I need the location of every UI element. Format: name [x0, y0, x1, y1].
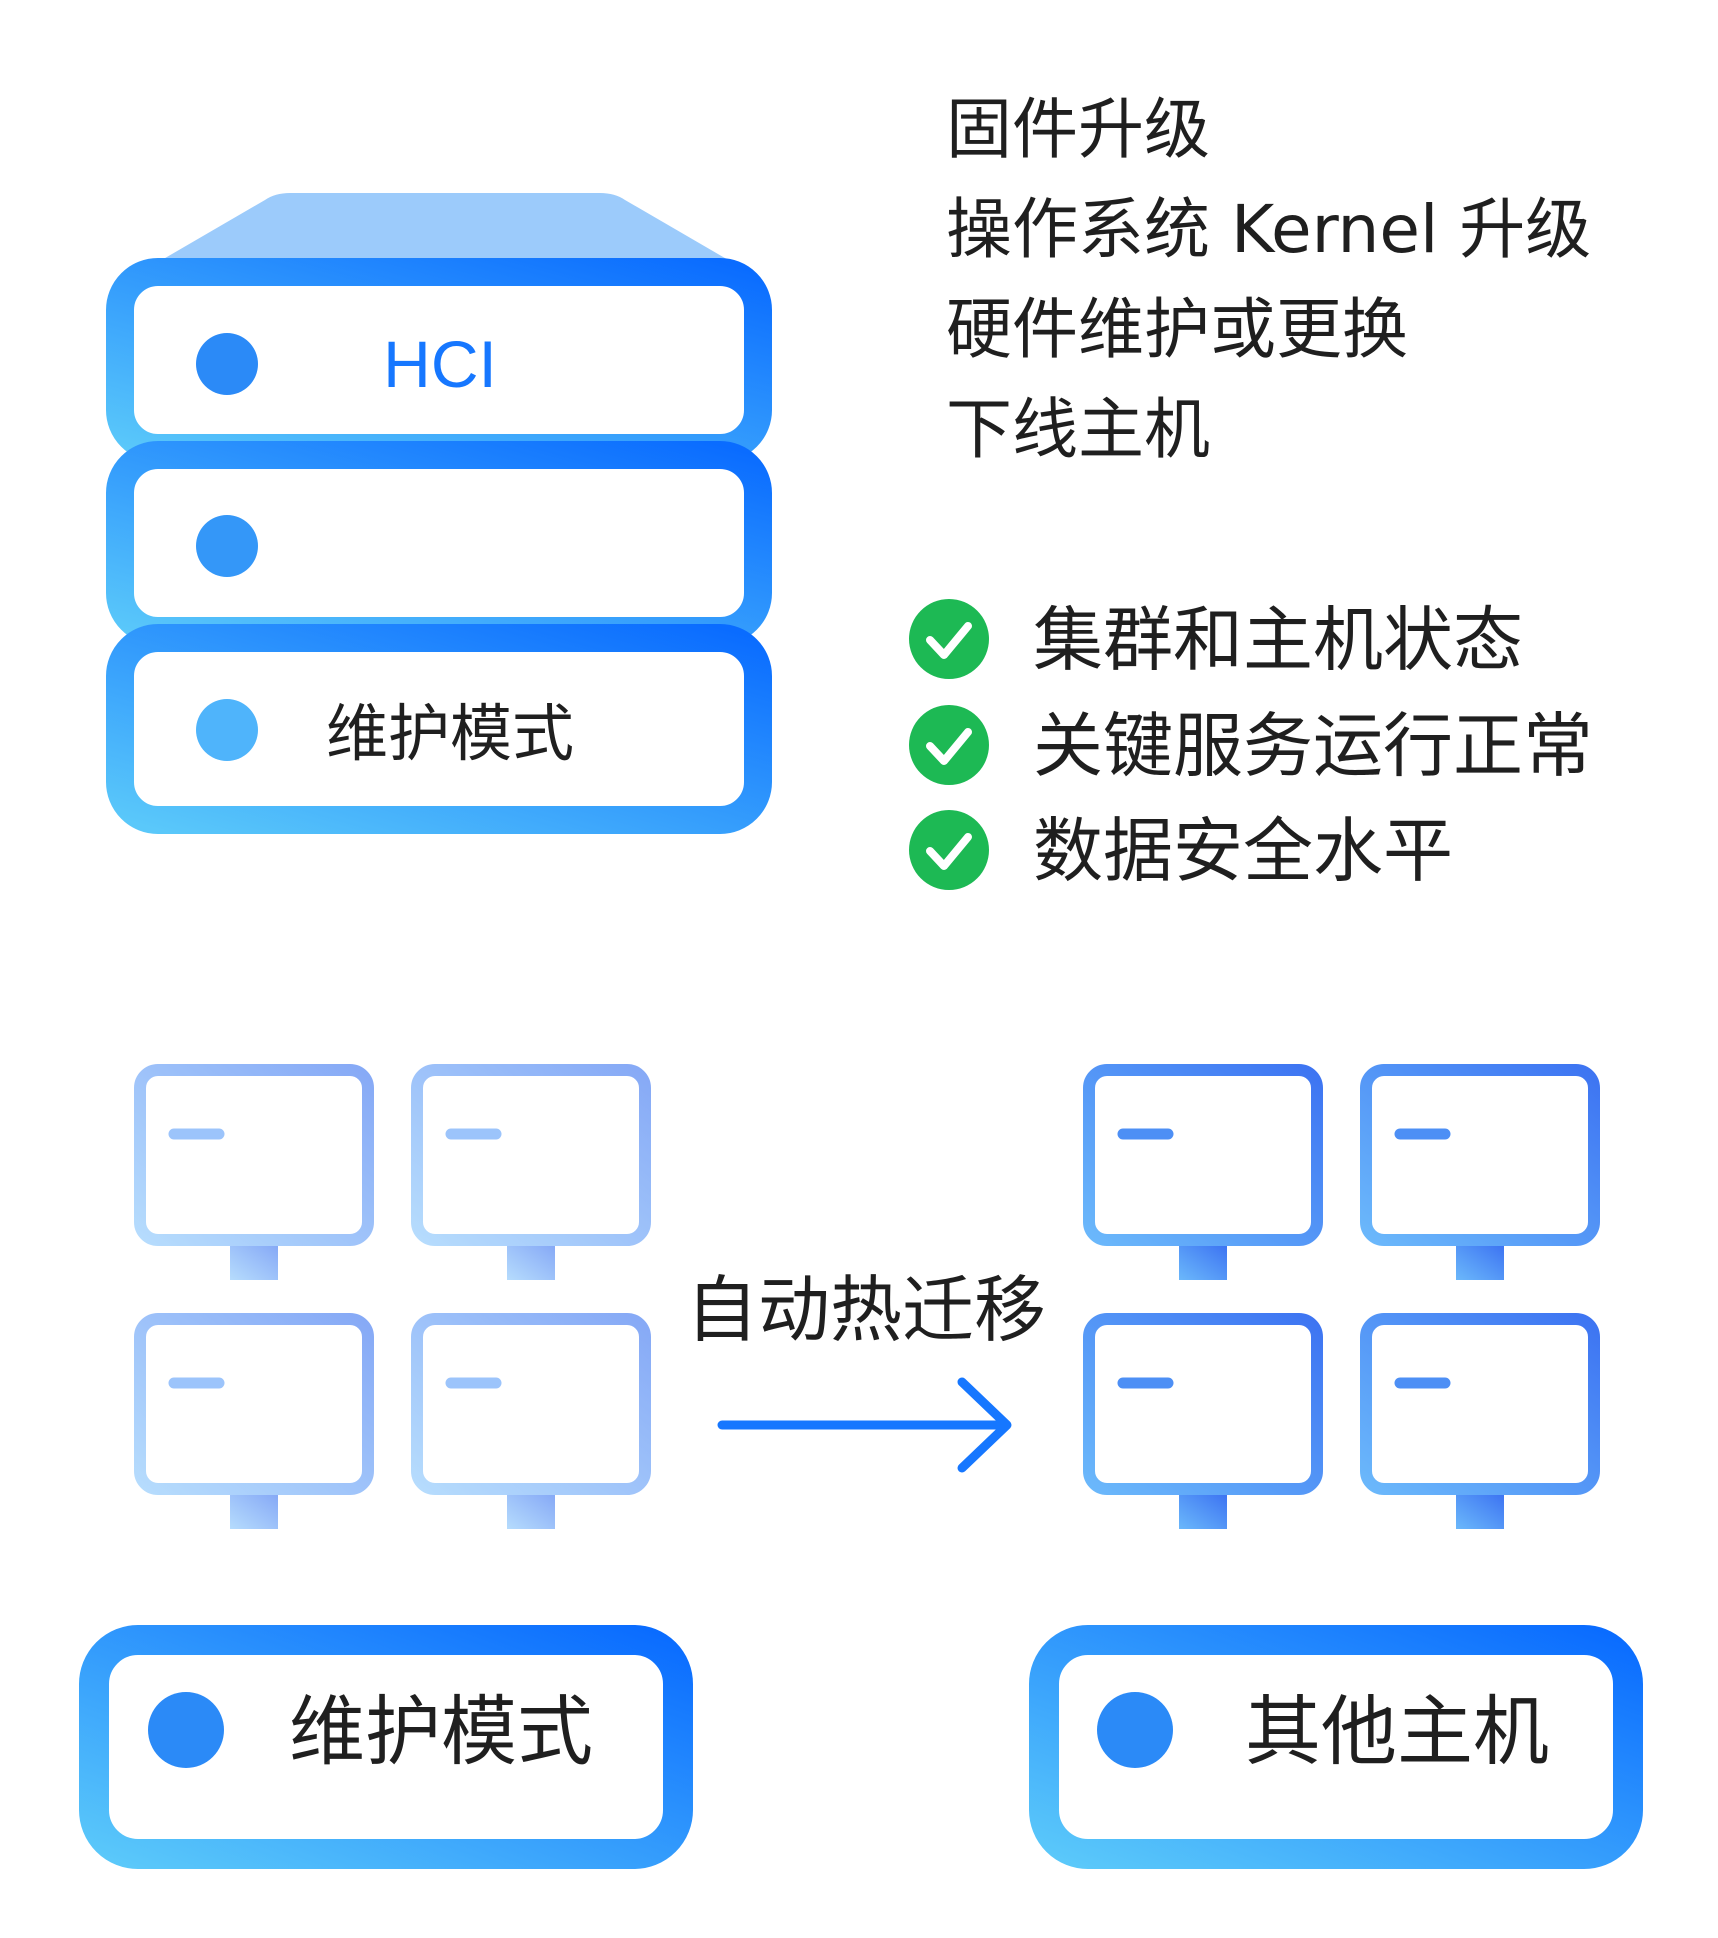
vm-monitors — [134, 1064, 1600, 1539]
check-item: 数据安全水平 — [909, 810, 1453, 892]
monitor-icon — [1360, 1313, 1600, 1539]
server-unit-3 — [106, 624, 772, 834]
host-led — [1097, 1692, 1173, 1768]
operation-item: 操作系统 Kernel 升级 — [946, 191, 1591, 268]
operation-item: 下线主机 — [946, 391, 1210, 468]
monitor-icon — [134, 1064, 374, 1290]
migration-label: 自动热迁移 — [686, 1268, 1046, 1352]
other-host-box: 其他主机 — [1029, 1625, 1643, 1869]
check-icon — [909, 705, 989, 785]
server-mode-label: 维护模式 — [326, 697, 574, 770]
monitor-icon — [1083, 1313, 1323, 1539]
operation-item: 硬件维护或更换 — [946, 291, 1408, 368]
monitor-icon — [411, 1064, 651, 1290]
check-label: 关键服务运行正常 — [1033, 705, 1593, 787]
monitor-icon — [411, 1313, 651, 1539]
check-item: 集群和主机状态 — [909, 599, 1523, 681]
server-led-2 — [196, 515, 258, 577]
other-host-label: 其他主机 — [1245, 1687, 1549, 1776]
server-lid — [160, 193, 730, 261]
server-stack: HCI 维护模式 — [106, 193, 772, 834]
arrow-right-icon — [717, 1377, 1012, 1473]
monitor-icon — [134, 1313, 374, 1539]
check-icon — [909, 810, 989, 890]
check-item: 关键服务运行正常 — [909, 705, 1593, 787]
server-led-1 — [196, 333, 258, 395]
check-icon — [909, 599, 989, 679]
server-title: HCI — [383, 327, 497, 401]
operation-item: 固件升级 — [946, 91, 1210, 168]
check-label: 数据安全水平 — [1033, 810, 1453, 892]
checks-list: 集群和主机状态 关键服务运行正常 数据安全水平 — [909, 599, 1593, 892]
maintenance-host-label: 维护模式 — [289, 1687, 593, 1776]
check-label: 集群和主机状态 — [1033, 599, 1523, 681]
monitor-icon — [1083, 1064, 1323, 1290]
host-led — [148, 1692, 224, 1768]
monitor-icon — [1360, 1064, 1600, 1290]
server-led-3 — [196, 699, 258, 761]
maintenance-host-box: 维护模式 — [79, 1625, 693, 1869]
operations-list: 固件升级 操作系统 Kernel 升级 硬件维护或更换 下线主机 — [946, 91, 1591, 468]
